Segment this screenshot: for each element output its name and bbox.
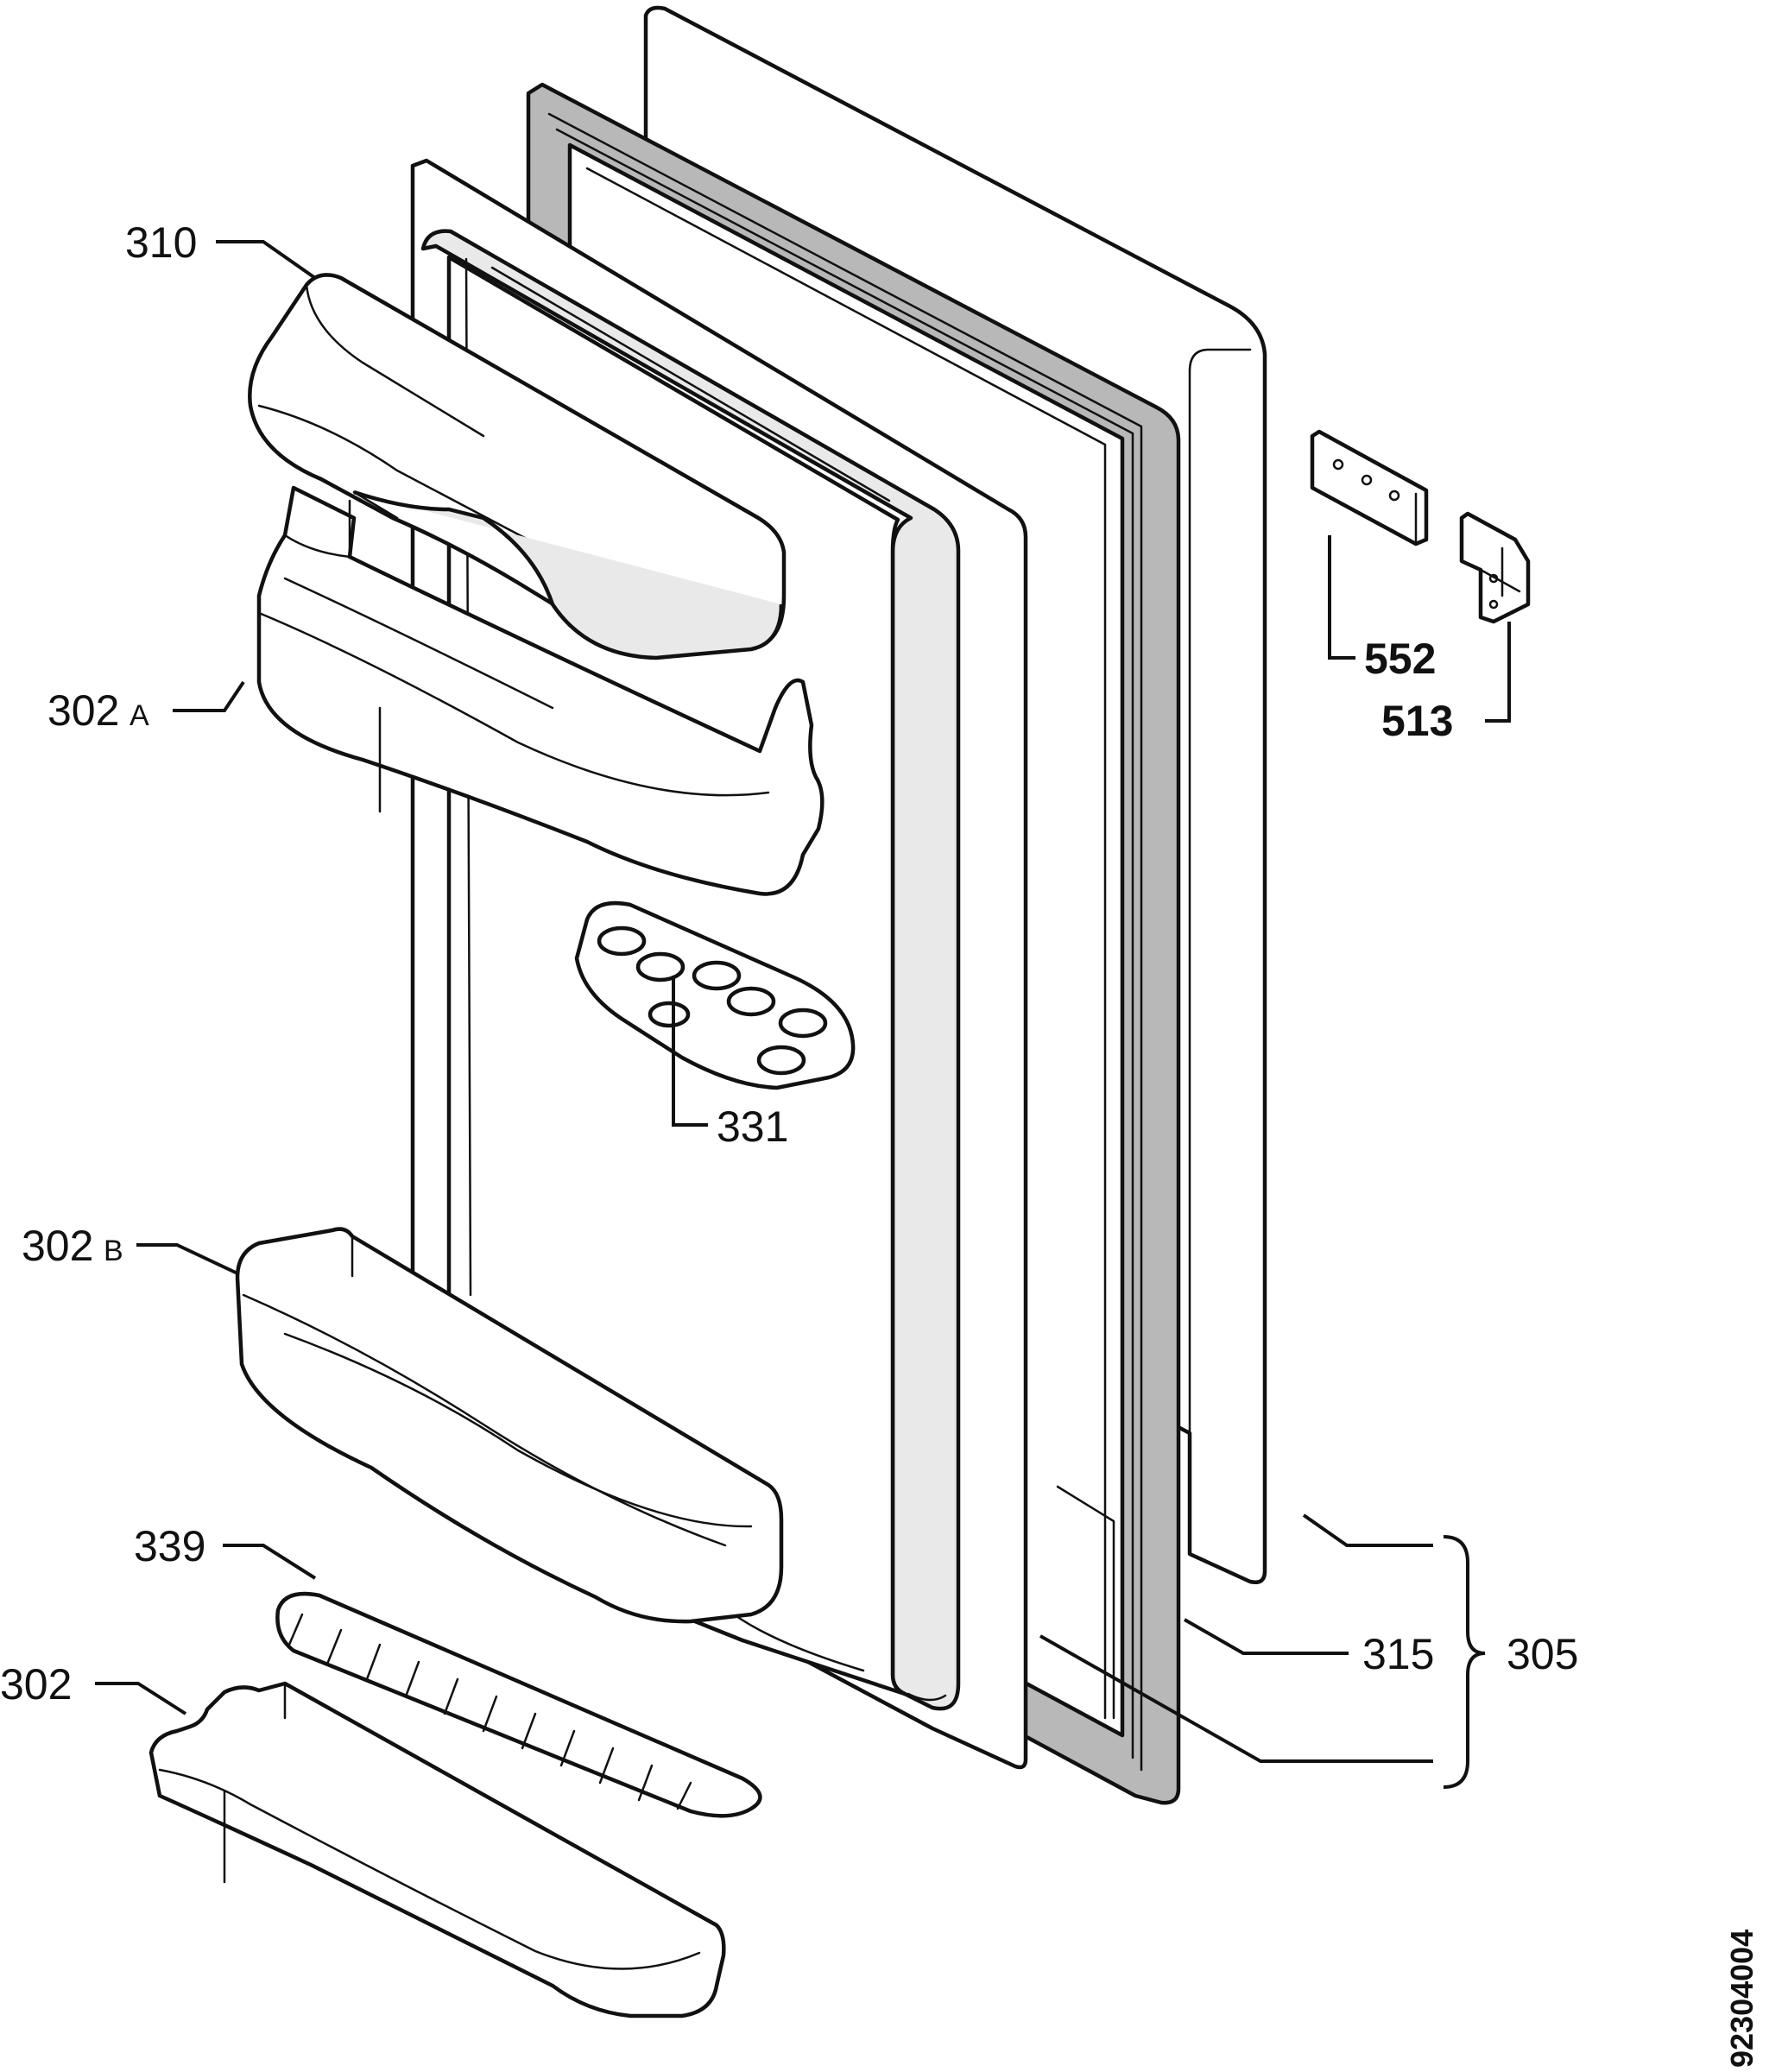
label-302b-number: 302: [22, 1222, 93, 1270]
dairy-compartment-lid: [248, 273, 787, 660]
part-labels: 310 302 A 331 302 B 339 302 552 513 315 …: [0, 218, 1578, 1709]
label-310: 310: [125, 218, 197, 267]
hinge-clip-513: [1459, 511, 1531, 624]
door-shelf-upper: [256, 485, 825, 896]
label-331: 331: [717, 1102, 788, 1151]
label-302b-suffix: B: [104, 1235, 123, 1267]
label-305: 305: [1507, 1630, 1578, 1678]
label-302: 302: [0, 1660, 72, 1709]
bottle-grille: [275, 1591, 762, 1818]
label-552: 552: [1364, 635, 1436, 683]
door-shelf-lower: [148, 1681, 726, 2018]
leader-lines: [95, 240, 1511, 1763]
label-513: 513: [1381, 697, 1453, 745]
egg-tray: [574, 900, 856, 1090]
label-315: 315: [1362, 1630, 1434, 1678]
figure-id: 92304004: [1724, 1930, 1760, 2068]
door-shelf-middle: [235, 1227, 784, 1624]
label-302a-suffix: A: [130, 699, 149, 732]
hinge-bracket-552: [1310, 429, 1429, 546]
label-339: 339: [134, 1522, 205, 1570]
group-brace-305: [1443, 1535, 1486, 1789]
label-302a-number: 302: [47, 686, 119, 735]
